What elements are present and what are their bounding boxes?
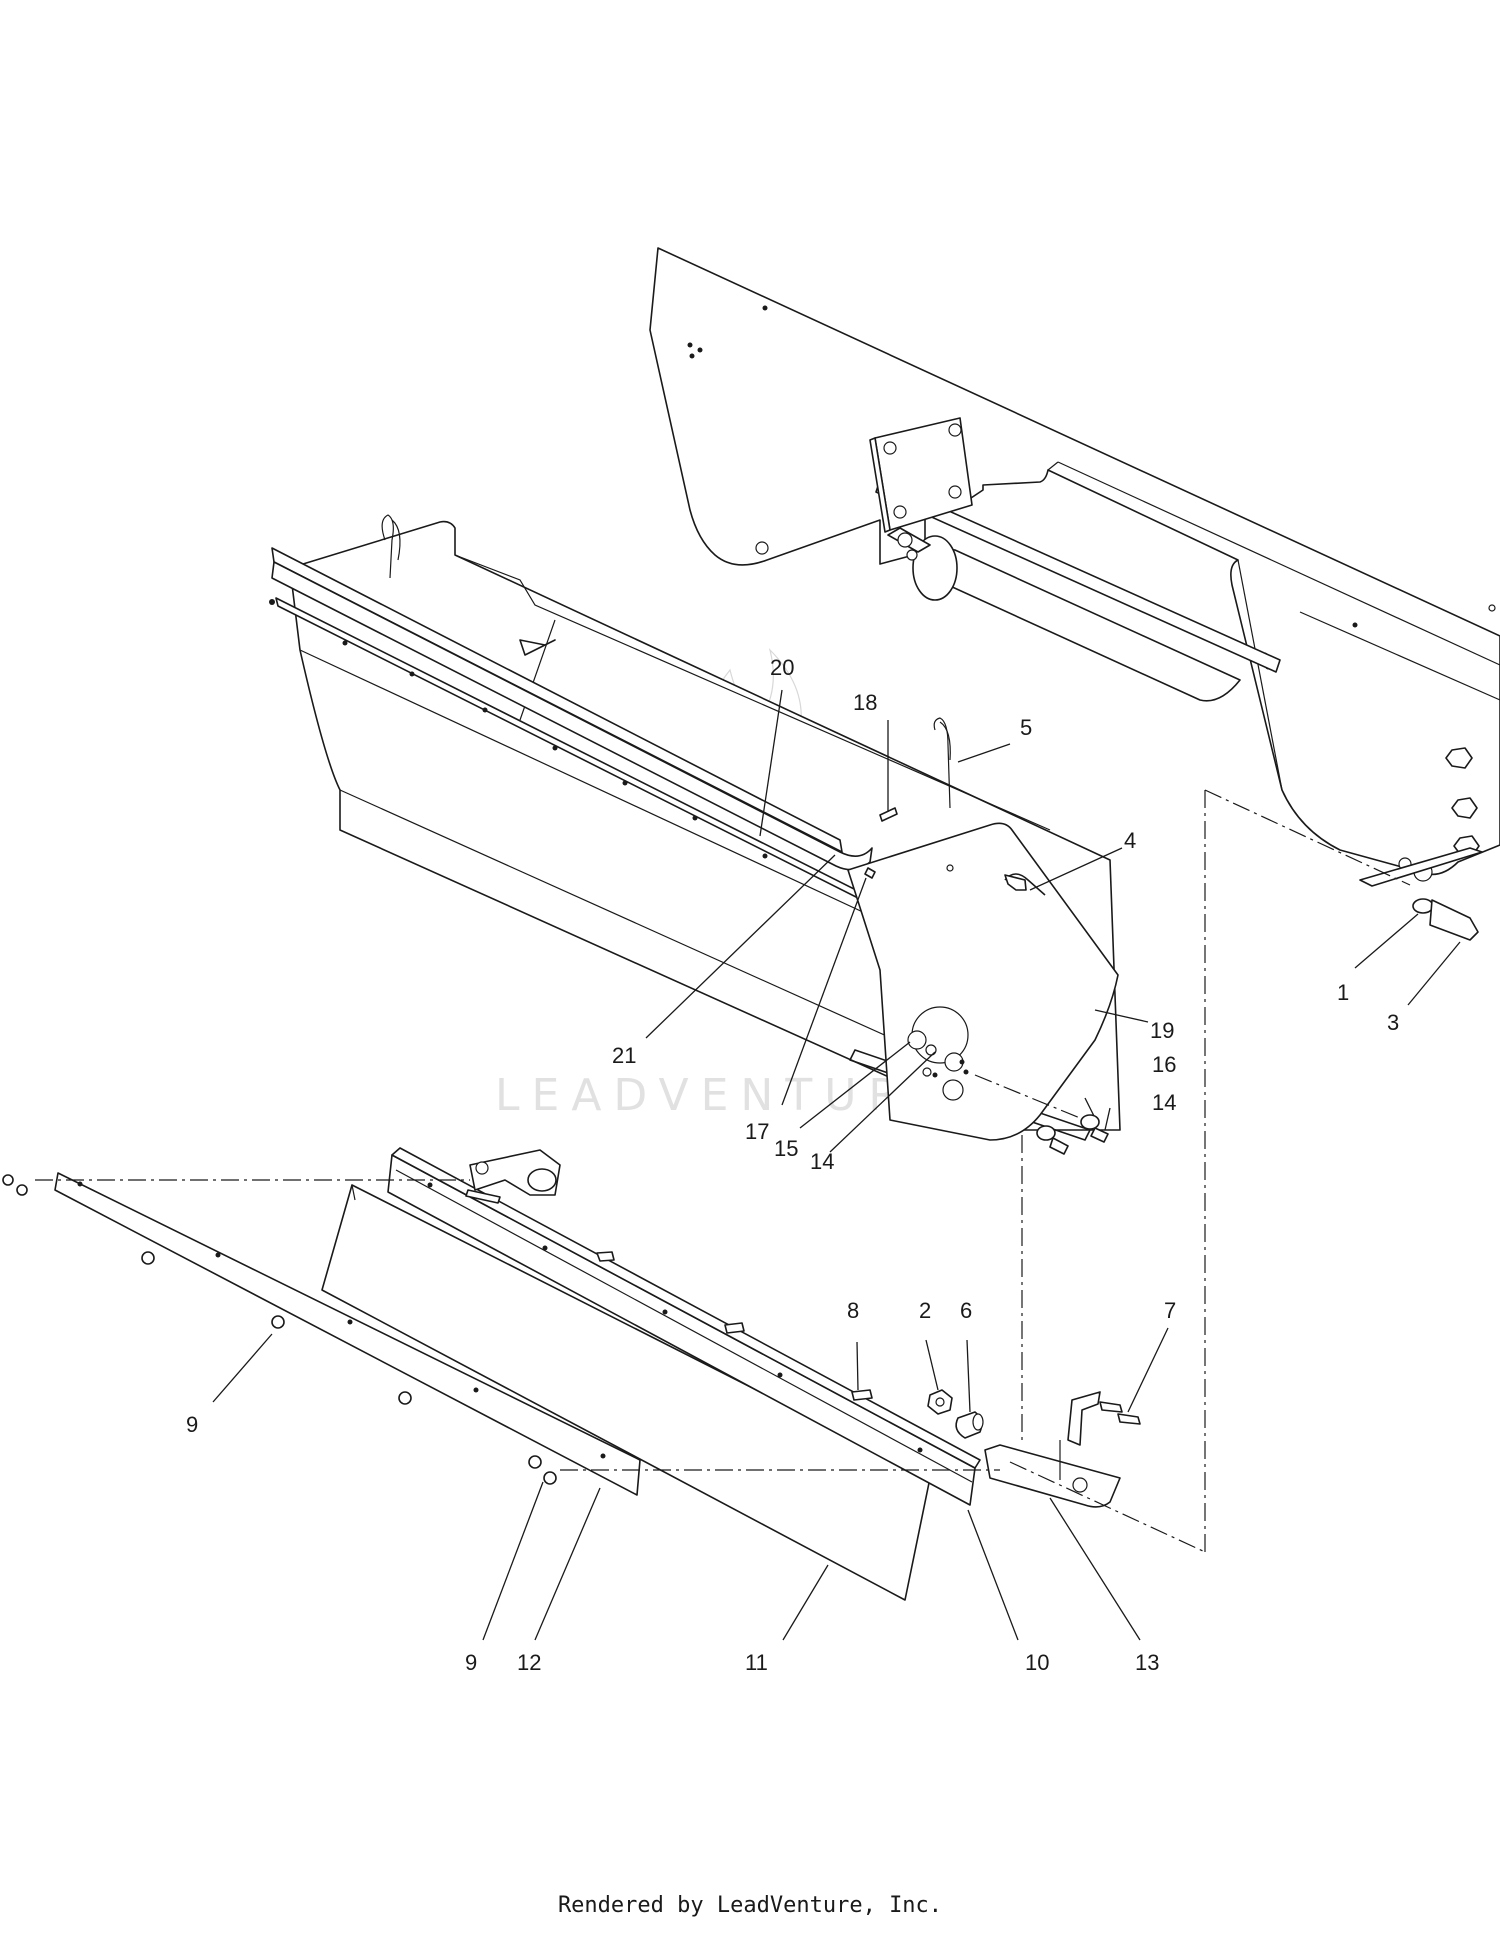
callout-17: 17	[745, 1119, 769, 1144]
footer-credit: Rendered by LeadVenture, Inc.	[557, 1893, 943, 1918]
leader-lines	[213, 690, 1460, 1640]
roller-assembly	[870, 418, 1280, 701]
callout-15: 15	[774, 1136, 798, 1161]
callout-labels: 1 3 5 4 18 20 21 17 15 14 16 14 19 8 2 6…	[186, 655, 1399, 1675]
callout-8: 8	[847, 1298, 859, 1323]
assembly-lines	[35, 790, 1410, 1552]
bolts-8	[597, 1252, 872, 1400]
callout-9b: 9	[465, 1650, 477, 1675]
bar-10	[388, 1148, 980, 1505]
callout-13: 13	[1135, 1650, 1159, 1675]
callout-4: 4	[1124, 828, 1136, 853]
callout-14a: 14	[810, 1149, 834, 1174]
nut-2	[928, 1390, 952, 1414]
pin	[1005, 875, 1026, 890]
callout-9a: 9	[186, 1412, 198, 1437]
hairpin-clip-left	[382, 515, 400, 578]
callout-7: 7	[1164, 1298, 1176, 1323]
angle-rails	[269, 548, 872, 900]
cotter-pin	[934, 718, 950, 808]
callout-1: 1	[1337, 980, 1349, 1005]
watermark-text: LEADVENTURE	[495, 1070, 951, 1121]
callout-6: 6	[960, 1298, 972, 1323]
screws-17-18	[865, 808, 897, 878]
watermark: LEADVENTURE	[495, 650, 951, 1121]
callout-5: 5	[1020, 715, 1032, 740]
panel-hardware	[963, 1069, 1109, 1155]
nuts-9	[3, 1175, 556, 1484]
callout-12: 12	[517, 1650, 541, 1675]
side-panel	[848, 823, 1118, 1140]
callout-14b: 14	[1152, 1090, 1176, 1115]
bolts-7	[1100, 1402, 1140, 1424]
callout-18: 18	[853, 690, 877, 715]
callout-3: 3	[1387, 1010, 1399, 1035]
callout-19: 19	[1150, 1018, 1174, 1043]
deck-hardware	[1413, 899, 1478, 940]
bracket-left	[466, 1150, 560, 1203]
bracket-13	[985, 1392, 1120, 1507]
strip-12	[55, 1173, 640, 1495]
callout-2: 2	[919, 1298, 931, 1323]
callout-21: 21	[612, 1043, 636, 1068]
spacer-6	[956, 1412, 983, 1438]
callout-16: 16	[1152, 1052, 1176, 1077]
callout-20: 20	[770, 655, 794, 680]
callout-10: 10	[1025, 1650, 1049, 1675]
callout-11: 11	[745, 1650, 768, 1675]
